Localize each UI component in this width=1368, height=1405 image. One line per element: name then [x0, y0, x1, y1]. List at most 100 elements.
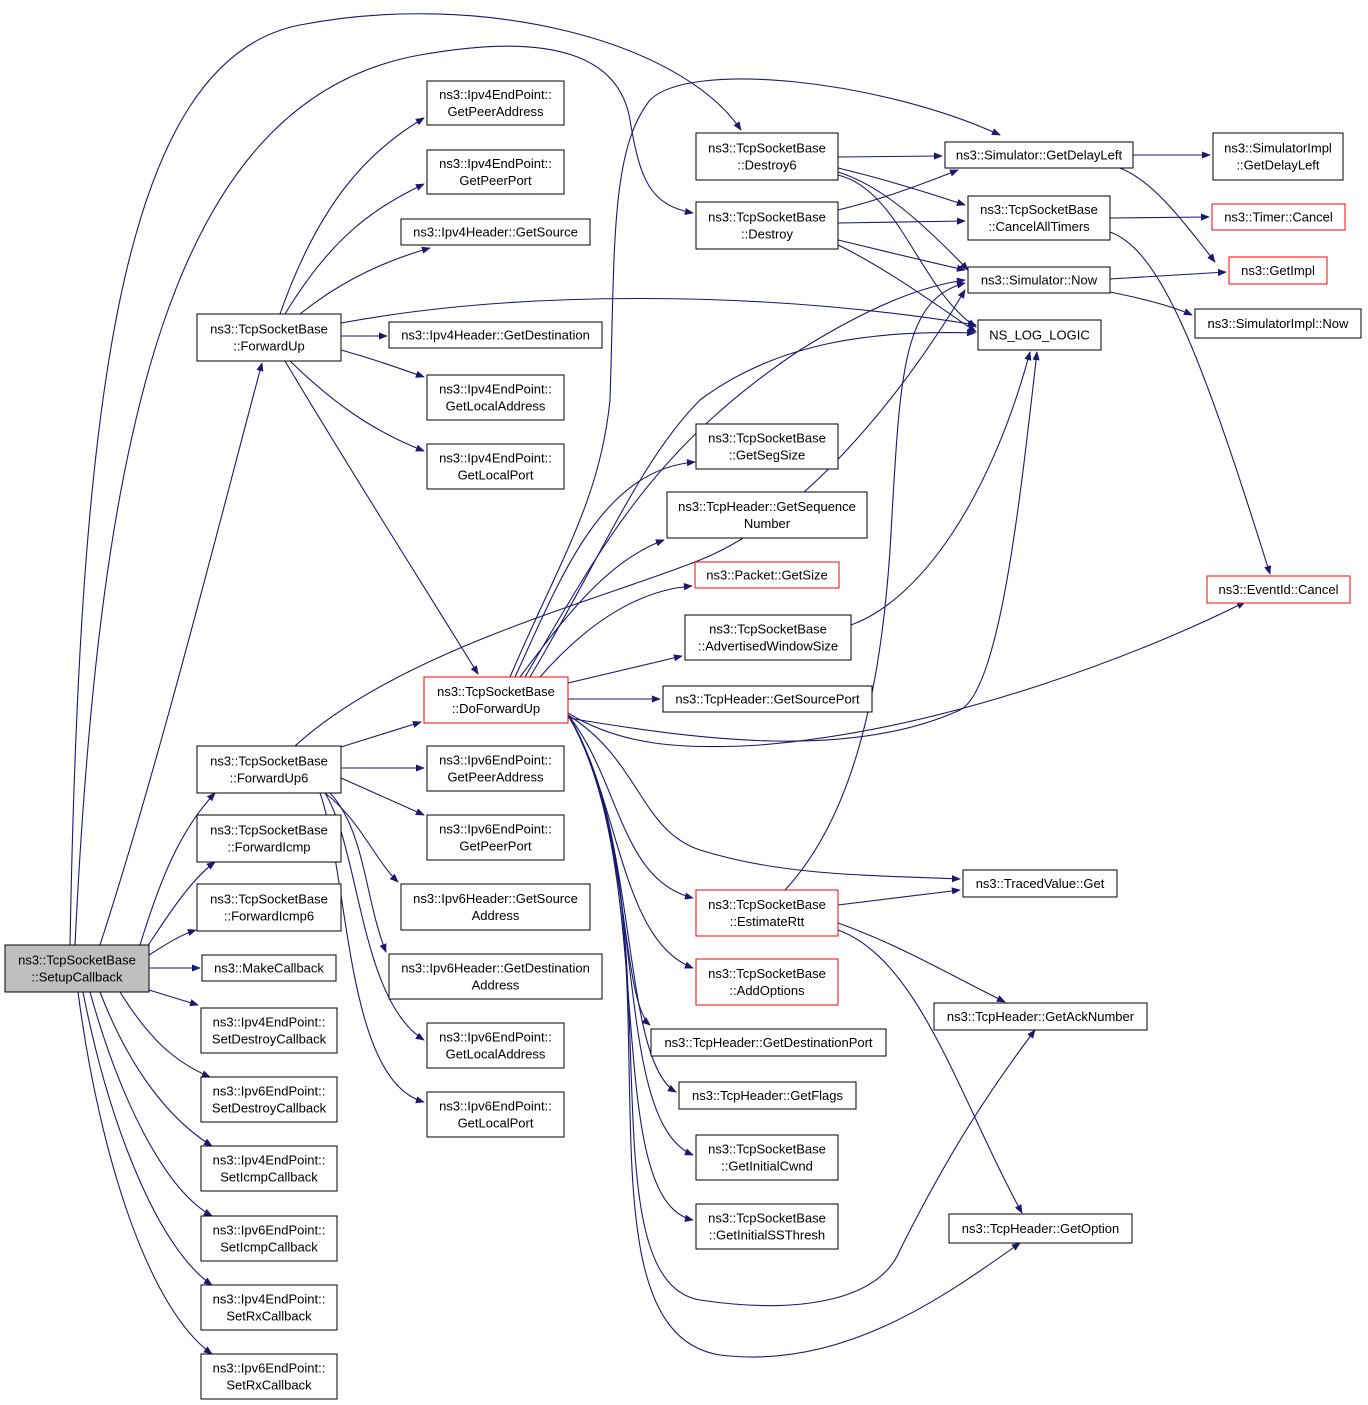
node-getflags[interactable]: ns3::TcpHeader::GetFlags [678, 1081, 857, 1110]
node-implleft[interactable]: ns3::SimulatorImpl::GetDelayLeft [1212, 132, 1344, 181]
node-v6seticmp[interactable]: ns3::Ipv6EndPoint::SetIcmpCallback [200, 1215, 338, 1262]
node-box [196, 883, 342, 932]
node-box [948, 1213, 1133, 1244]
node-getimpl[interactable]: ns3::GetImpl [1228, 256, 1328, 285]
node-label-line: Number [744, 516, 791, 531]
node-estrtt[interactable]: ns3::TcpSocketBase::EstimateRtt [695, 889, 839, 937]
node-v4localport[interactable]: ns3::Ipv4EndPoint::GetLocalPort [426, 443, 565, 490]
node-fwdicmp6[interactable]: ns3::TcpSocketBase::ForwardIcmp6 [196, 883, 342, 932]
node-initcwnd[interactable]: ns3::TcpSocketBase::GetInitialCwnd [695, 1134, 839, 1181]
node-label-line: Address [472, 908, 520, 923]
node-label-line: ns3::TcpSocketBase [980, 202, 1098, 217]
node-destroy[interactable]: ns3::TcpSocketBase::Destroy [695, 201, 839, 250]
node-simnow[interactable]: ns3::Simulator::Now [967, 266, 1111, 294]
node-label-line: ns3::Ipv4EndPoint:: [439, 87, 552, 102]
node-v6setdestroy[interactable]: ns3::Ipv6EndPoint::SetDestroyCallback [200, 1076, 338, 1123]
node-addopts[interactable]: ns3::TcpSocketBase::AddOptions [695, 958, 839, 1006]
node-v4setdestroy[interactable]: ns3::Ipv4EndPoint::SetDestroyCallback [200, 1007, 338, 1054]
node-box [388, 321, 603, 349]
edge-destroy->simnow [837, 239, 966, 272]
node-implnow[interactable]: ns3::SimulatorImpl::Now [1194, 308, 1362, 339]
node-v4setrx[interactable]: ns3::Ipv4EndPoint::SetRxCallback [200, 1284, 338, 1331]
edge-doforward->eventcancel [567, 601, 1246, 748]
node-box [400, 883, 591, 931]
node-label-line: GetLocalAddress [446, 399, 546, 414]
node-label-line: GetLocalAddress [446, 1047, 546, 1062]
node-v6localaddr[interactable]: ns3::Ipv6EndPoint::GetLocalAddress [426, 1022, 565, 1069]
edge-simnow->getimpl [1109, 268, 1227, 280]
node-label-line: ns3::Ipv4EndPoint:: [213, 1015, 326, 1030]
edge-cancelall->eventcancel [1109, 231, 1272, 575]
edge-fwdup->v4hdrsrc [299, 246, 431, 315]
node-v6peeraddr[interactable]: ns3::Ipv6EndPoint::GetPeerAddress [426, 745, 565, 792]
node-label-line: ns3::MakeCallback [214, 961, 324, 976]
node-v4peeraddr[interactable]: ns3::Ipv4EndPoint::GetPeerAddress [426, 80, 565, 126]
node-advwin[interactable]: ns3::TcpSocketBase::AdvertisedWindowSize [684, 614, 852, 661]
node-v6setrx[interactable]: ns3::Ipv6EndPoint::SetRxCallback [200, 1353, 338, 1400]
node-v6peerport[interactable]: ns3::Ipv6EndPoint::GetPeerPort [426, 814, 565, 861]
node-label-line: ::Destroy6 [737, 158, 796, 173]
node-delayleft[interactable]: ns3::Simulator::GetDelayLeft [944, 141, 1134, 169]
node-label-line: ns3::TcpSocketBase [18, 953, 136, 968]
node-v4peerport[interactable]: ns3::Ipv4EndPoint::GetPeerPort [426, 149, 565, 195]
node-pktsize[interactable]: ns3::Packet::GetSize [694, 561, 840, 589]
call-edges [69, 13, 1272, 1358]
node-fwdicmp[interactable]: ns3::TcpSocketBase::ForwardIcmp [196, 814, 342, 863]
node-box [200, 1007, 338, 1054]
node-box [426, 814, 565, 861]
node-label-line: ::SetupCallback [31, 970, 123, 985]
node-box [426, 745, 565, 792]
node-label-line: ns3::Ipv4EndPoint:: [213, 1292, 326, 1307]
node-label-line: ns3::TcpSocketBase [210, 754, 328, 769]
node-cancelall[interactable]: ns3::TcpSocketBase::CancelAllTimers [967, 195, 1111, 241]
node-label-line: ns3::TcpHeader::GetAckNumber [947, 1009, 1135, 1024]
node-box [933, 1002, 1148, 1031]
node-label-line: ::ForwardUp [233, 339, 305, 354]
edge-setup->v4seticmp [99, 991, 213, 1147]
node-initss[interactable]: ns3::TcpSocketBase::GetInitialSSThresh [695, 1203, 839, 1250]
node-nslog[interactable]: NS_LOG_LOGIC [977, 319, 1102, 351]
node-getoption[interactable]: ns3::TcpHeader::GetOption [948, 1213, 1133, 1244]
node-box [662, 685, 873, 713]
node-v4localaddr[interactable]: ns3::Ipv4EndPoint::GetLocalAddress [426, 374, 565, 421]
node-box [426, 80, 565, 126]
node-box [426, 374, 565, 421]
node-label-line: ns3::Ipv6Header::GetSource [413, 891, 578, 906]
node-v4hdrdst[interactable]: ns3::Ipv4Header::GetDestination [388, 321, 603, 349]
node-label-line: SetIcmpCallback [220, 1170, 318, 1185]
edge-fwdup6->v6peerport [340, 777, 425, 816]
node-tracedget[interactable]: ns3::TracedValue::Get [962, 869, 1118, 898]
node-label-line: ns3::Ipv4EndPoint:: [439, 451, 552, 466]
node-dstport[interactable]: ns3::TcpHeader::GetDestinationPort [650, 1028, 887, 1057]
edge-delayleft->getimpl [1119, 167, 1216, 263]
node-box [1194, 308, 1362, 339]
node-label-line: ::GetDelayLeft [1236, 158, 1319, 173]
node-fwdup6[interactable]: ns3::TcpSocketBase::ForwardUp6 [196, 745, 342, 794]
node-box [695, 958, 839, 1006]
node-box [695, 201, 839, 250]
node-makecb[interactable]: ns3::MakeCallback [201, 954, 337, 982]
node-setup[interactable]: ns3::TcpSocketBase::SetupCallback [4, 944, 150, 993]
node-srcport[interactable]: ns3::TcpHeader::GetSourcePort [662, 685, 873, 713]
node-eventcancel[interactable]: ns3::EventId::Cancel [1206, 575, 1351, 604]
node-acknum[interactable]: ns3::TcpHeader::GetAckNumber [933, 1002, 1148, 1031]
node-destroy6[interactable]: ns3::TcpSocketBase::Destroy6 [695, 132, 839, 181]
node-box [977, 319, 1102, 351]
node-box [4, 944, 150, 993]
node-label-line: ns3::TcpHeader::GetSequence [678, 499, 856, 514]
node-box [426, 1022, 565, 1069]
node-fwdup[interactable]: ns3::TcpSocketBase::ForwardUp [196, 313, 342, 362]
node-v4hdrsrc[interactable]: ns3::Ipv4Header::GetSource [400, 218, 591, 246]
node-doforward[interactable]: ns3::TcpSocketBase::DoForwardUp [423, 676, 569, 724]
node-label-line: ns3::Ipv4EndPoint:: [439, 382, 552, 397]
node-timercancel[interactable]: ns3::Timer::Cancel [1211, 203, 1346, 231]
node-v6localport[interactable]: ns3::Ipv6EndPoint::GetLocalPort [426, 1091, 565, 1138]
node-v4seticmp[interactable]: ns3::Ipv4EndPoint::SetIcmpCallback [200, 1145, 338, 1192]
edge-estrtt->acknum [837, 922, 1006, 1003]
edge-destroy6->delayleft [837, 152, 943, 160]
node-getsegsize[interactable]: ns3::TcpSocketBase::GetSegSize [695, 423, 839, 470]
node-label-line: GetPeerAddress [447, 770, 544, 785]
